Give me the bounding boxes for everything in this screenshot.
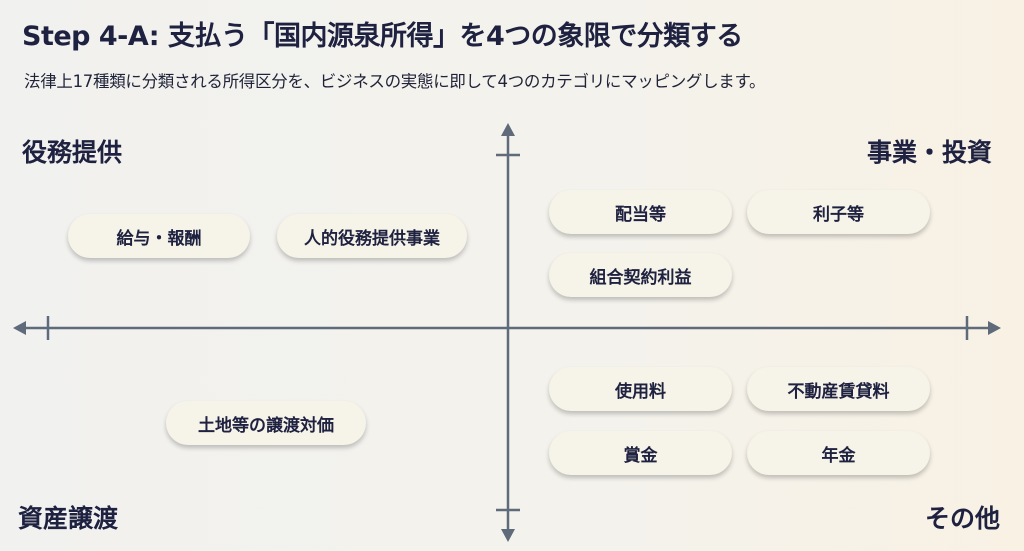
- pill-personal-services: 人的役務提供事業: [277, 214, 467, 258]
- page-title: Step 4-A: 支払う「国内源泉所得」を4つの象限で分類する: [22, 21, 743, 52]
- quadrant-label-top-right: 事業・投資: [866, 138, 992, 167]
- pill-interest: 利子等: [747, 190, 930, 234]
- arrow-down-icon: [501, 529, 515, 542]
- arrow-right-icon: [988, 321, 1001, 335]
- arrow-up-icon: [501, 123, 515, 136]
- pill-dividends: 配当等: [549, 190, 732, 234]
- arrow-left-icon: [13, 321, 26, 335]
- pill-partnership-profit: 組合契約利益: [549, 253, 732, 297]
- pill-royalties: 使用料: [549, 367, 732, 411]
- pill-real-estate-rent: 不動産賃貸料: [747, 367, 930, 411]
- quadrant-label-top-left: 役務提供: [22, 138, 123, 167]
- page-subtitle: 法律上17種類に分類される所得区分を、ビジネスの実態に即して4つのカテゴリにマッ…: [24, 72, 766, 91]
- pill-pension: 年金: [747, 431, 930, 475]
- quadrant-label-bottom-left: 資産譲渡: [18, 504, 119, 533]
- pill-prize: 賞金: [549, 431, 732, 475]
- pill-land-transfer: 土地等の譲渡対価: [166, 401, 366, 445]
- pill-salary: 給与・報酬: [68, 214, 250, 258]
- quadrant-label-bottom-right: その他: [924, 504, 1000, 533]
